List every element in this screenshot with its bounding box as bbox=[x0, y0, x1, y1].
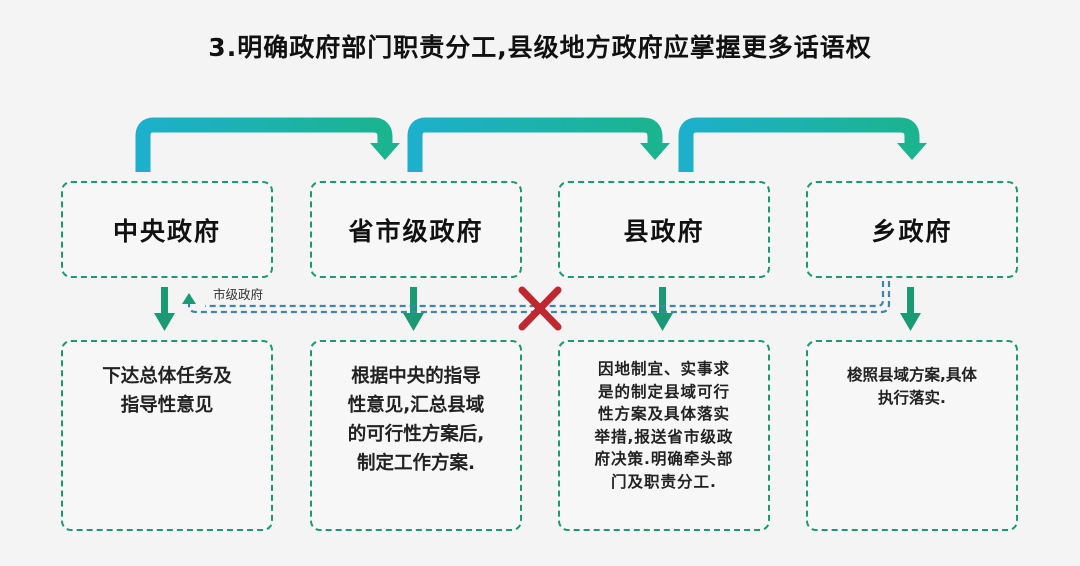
feedback-label: 市级政府 bbox=[211, 284, 266, 303]
desc-box-provincial: 根据中央的指导 性意见,汇总县域 的可行性方案后, 制定工作方案. bbox=[310, 340, 522, 531]
desc-line: 指导性意见 bbox=[120, 395, 214, 416]
desc-line: 下达总体任务及 bbox=[102, 366, 232, 387]
down-arrow-central bbox=[154, 287, 175, 331]
page-title: 3.明确政府部门职责分工,县级地方政府应掌握更多话语权 bbox=[208, 33, 872, 62]
desc-line: 举措,报送省市级政 bbox=[594, 427, 734, 446]
desc-box-county: 因地制宜、实事求 是的制定县域可行 性方案及具体落实 举措,报送省市级政 府决策… bbox=[558, 340, 770, 531]
desc-box-township: 梭照县域方案,具体 执行落实. bbox=[806, 340, 1018, 531]
down-arrow-township bbox=[900, 287, 921, 331]
cross-mark-icon bbox=[518, 286, 562, 331]
desc-line: 制定工作方案. bbox=[356, 453, 476, 474]
desc-line: 性意见,汇总县域 bbox=[347, 395, 485, 416]
flow-arrow-central-to-provincial bbox=[135, 117, 400, 172]
level-box-county: 县政府 bbox=[558, 181, 770, 278]
flow-arrow-provincial-to-county bbox=[407, 117, 670, 172]
level-box-central: 中央政府 bbox=[61, 181, 273, 278]
flow-arrow-county-to-township bbox=[678, 117, 927, 172]
level-box-provincial: 省市级政府 bbox=[310, 181, 522, 278]
down-arrow-provincial bbox=[403, 287, 424, 331]
desc-line: 的可行性方案后, bbox=[347, 424, 485, 445]
desc-line: 府决策.明确牵头部 bbox=[594, 450, 734, 468]
desc-box-central: 下达总体任务及 指导性意见 bbox=[61, 340, 273, 531]
level-box-township: 乡政府 bbox=[806, 181, 1018, 278]
desc-line: 是的制定县域可行 bbox=[597, 382, 730, 401]
down-arrow-county bbox=[652, 287, 673, 331]
desc-line: 因地制宜、实事求 bbox=[597, 360, 730, 378]
feedback-line bbox=[182, 281, 891, 314]
desc-line: 门及职责分工. bbox=[611, 472, 717, 491]
desc-line: 执行落实. bbox=[878, 389, 946, 407]
desc-line: 根据中央的指导 bbox=[351, 366, 481, 387]
desc-line: 性方案及具体落实 bbox=[597, 405, 730, 423]
desc-line: 梭照县域方案,具体 bbox=[847, 366, 977, 384]
